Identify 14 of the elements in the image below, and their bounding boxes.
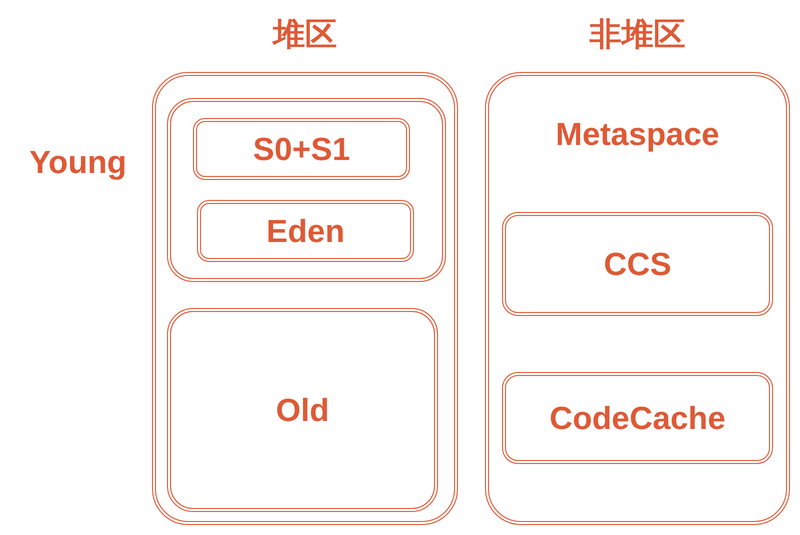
memory-area-box xyxy=(197,200,414,262)
area-label: Metaspace xyxy=(554,115,720,154)
region-title: 非堆区 xyxy=(588,15,686,54)
memory-area-box xyxy=(502,372,773,464)
area-label: Eden xyxy=(265,212,346,251)
area-label: S0+S1 xyxy=(252,130,351,169)
memory-area-box xyxy=(193,118,410,180)
region-title: Young xyxy=(28,143,128,182)
area-label: CCS xyxy=(602,245,672,284)
area-label: Old xyxy=(274,391,330,430)
region-title: 堆区 xyxy=(271,15,338,54)
memory-area-box xyxy=(167,308,438,512)
area-label: CodeCache xyxy=(548,399,727,438)
memory-area-box xyxy=(502,212,773,316)
